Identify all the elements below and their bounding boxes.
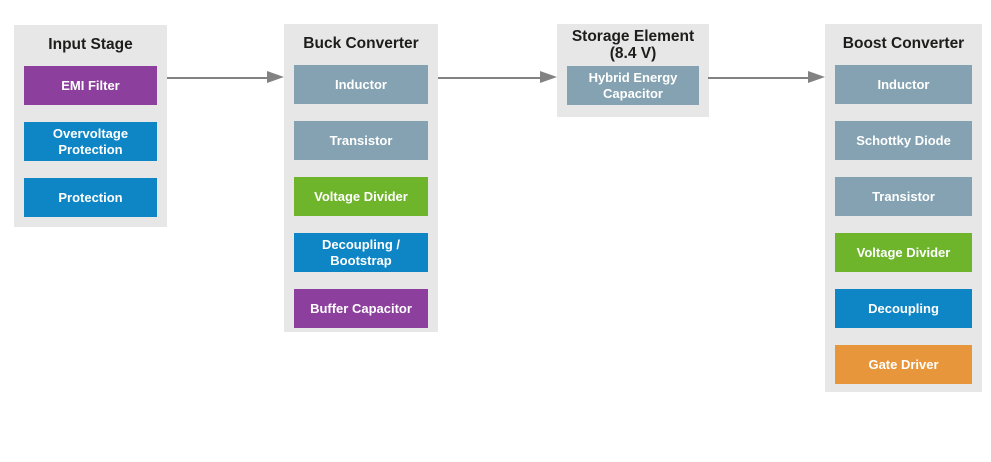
panel-boost-converter: Boost Converter Inductor Schottky Diode … [825,24,982,392]
panel-title: Input Stage [48,36,133,53]
block-inductor: Inductor [835,65,972,104]
block-schottky-diode: Schottky Diode [835,121,972,160]
panel-title-line2: (8.4 V) [609,45,657,62]
panel-title: Boost Converter [842,35,965,52]
panel-title-line1: Storage Element [571,28,695,45]
panel-input-stage: Input Stage EMI Filter Overvoltage Prote… [14,25,167,227]
flow-arrow-input-to-buck [167,71,284,84]
block-inductor: Inductor [294,65,428,104]
block-voltage-divider: Voltage Divider [294,177,428,216]
block-transistor: Transistor [294,121,428,160]
arrow-right-icon [540,71,557,83]
block-decoupling-bootstrap: Decoupling / Bootstrap [294,233,428,272]
block-transistor: Transistor [835,177,972,216]
block-gate-driver: Gate Driver [835,345,972,384]
panel-title: Buck Converter [303,35,419,52]
flow-arrow-buck-to-storage [438,71,557,84]
block-voltage-divider: Voltage Divider [835,233,972,272]
flow-arrow-storage-to-boost [708,71,825,84]
panel-buck-converter: Buck Converter Inductor Transistor Volta… [284,24,438,332]
block-buffer-capacitor: Buffer Capacitor [294,289,428,328]
block-protection: Protection [24,178,157,217]
block-overvoltage-protection: Overvoltage Protection [24,122,157,161]
block-decoupling: Decoupling [835,289,972,328]
block-hybrid-energy-capacitor: Hybrid Energy Capacitor [567,66,699,105]
arrow-line [438,76,541,79]
panel-title: Storage Element (8.4 V) [559,28,707,62]
arrow-line [708,76,809,79]
panel-storage-element: Storage Element (8.4 V) Hybrid Energy Ca… [557,24,709,117]
arrow-right-icon [808,71,825,83]
block-emi-filter: EMI Filter [24,66,157,105]
arrow-right-icon [267,71,284,83]
arrow-line [167,76,268,79]
